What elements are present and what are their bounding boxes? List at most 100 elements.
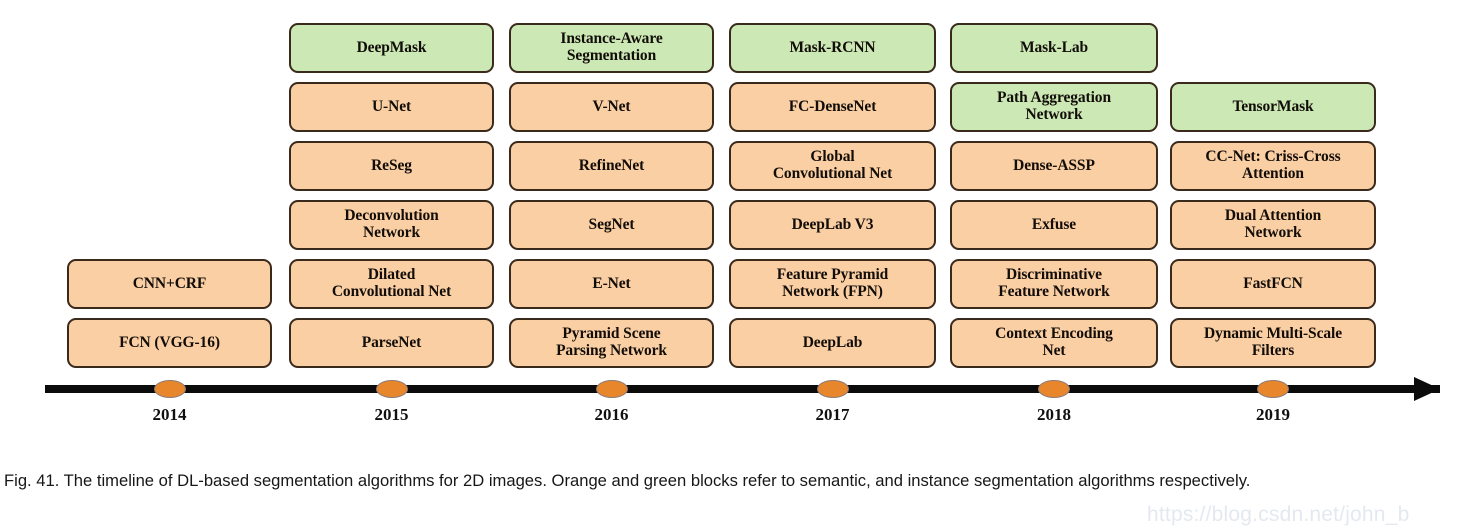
algorithm-node-line: FastFCN [1243,274,1303,292]
algorithm-node-line: RefineNet [578,156,645,174]
algorithm-node-label: FCN (VGG-16) [119,333,220,352]
algorithm-node-line: Network [1244,224,1302,241]
algorithm-node-line: ReSeg [371,156,412,174]
algorithm-node: FC-DenseNet [729,82,936,132]
timeline-marker-2015 [375,380,408,398]
algorithm-node-line: Exfuse [1031,215,1077,233]
algorithm-node-line: Deconvolution [344,207,439,225]
algorithm-node-line: Mask-RCNN [789,38,876,56]
timeline-year-label: 2014 [152,405,187,424]
figure-caption: Fig. 41. The timeline of DL-based segmen… [4,471,1251,490]
algorithm-node-label: DeepLab V3 [792,216,874,234]
algorithm-node-line: Context Encoding [995,325,1113,343]
algorithm-node: U-Net [289,82,494,132]
algorithm-node-label: V-Net [592,97,631,116]
algorithm-node-line: DeepLab [802,333,863,351]
algorithm-node-line: Dynamic Multi-Scale [1203,325,1342,343]
algorithm-node-label: DeepLab [802,333,863,352]
algorithm-node-line: E-Net [592,274,631,292]
algorithm-node-line: Filters [1251,342,1295,359]
algorithm-node-line: Instance-Aware [560,30,663,48]
algorithm-node-line: V-Net [592,97,631,115]
timeline-marker-2014 [153,380,186,398]
algorithm-node-line: Dense-ASSP [1013,156,1095,174]
algorithm-node-line: Dual Attention [1224,207,1322,225]
algorithm-node-label: TensorMask [1232,97,1314,116]
timeline-column-2014: CNN+CRF FCN (VGG-16) [67,0,272,368]
timeline-marker-2018 [1038,380,1070,398]
algorithm-node-line: Global [810,148,855,166]
watermark-text: https://blog.csdn.net/john_b [1147,503,1410,526]
algorithm-node: TensorMask [1170,82,1376,132]
algorithm-node-label: ReSeg [371,156,412,175]
algorithm-node-label: FastFCN [1243,274,1303,293]
algorithm-node-line: Feature Pyramid [776,266,889,284]
algorithm-node-label: DeepMask [356,38,427,57]
algorithm-node-label: RefineNet [578,156,645,175]
algorithm-node: DeepLab V3 [729,200,936,250]
timeline-marker-2019 [1257,380,1289,398]
algorithm-node-line: TensorMask [1232,97,1314,115]
algorithm-node-line: CNN+CRF [132,274,207,292]
algorithm-node: V-Net [509,82,714,132]
timeline-year-label: 2016 [594,405,629,424]
algorithm-node: ParseNet [289,318,494,368]
algorithm-node: CNN+CRF [67,259,272,309]
timeline-year-label: 2019 [1256,405,1290,424]
algorithm-node-line: Feature Network [998,283,1110,300]
algorithm-node-line: Attention [1242,165,1304,182]
algorithm-node-line: DeepMask [356,38,427,56]
algorithm-node: DeepLab [729,318,936,368]
algorithm-node-label: Dense-ASSP [1013,156,1095,175]
timeline-year-label: 2015 [374,405,409,424]
algorithm-node: Exfuse [950,200,1158,250]
axis-line [45,385,1440,393]
algorithm-node: E-Net [509,259,714,309]
algorithm-node-line: Convolutional Net [331,283,452,300]
algorithm-node-label: E-Net [592,274,631,293]
algorithm-node-label: U-Net [372,98,411,116]
algorithm-node-label: CNN+CRF [132,274,207,293]
timeline-marker-2016 [595,380,628,398]
algorithm-node-line: Network [1025,106,1083,123]
algorithm-node: Mask-Lab [950,23,1158,73]
algorithm-node-label: Mask-Lab [1020,39,1088,57]
algorithm-node-line: FCN (VGG-16) [119,333,220,351]
algorithm-node: RefineNet [509,141,714,191]
algorithm-node-line: Dilated [367,266,416,284]
algorithm-node: DeepMask [289,23,494,73]
algorithm-node-line: FC-DenseNet [788,97,877,115]
algorithm-node: Dense-ASSP [950,141,1158,191]
algorithm-node-line: Network [363,224,420,241]
axis-arrowhead-icon [1414,377,1440,401]
algorithm-node: Mask-RCNN [729,23,936,73]
algorithm-node-label: FC-DenseNet [788,97,877,116]
algorithm-node-line: CC-Net: Criss-Cross [1205,148,1341,166]
algorithm-node-label: Exfuse [1031,215,1077,234]
timeline-marker-2017 [816,380,849,398]
algorithm-node-line: Convolutional Net [772,165,893,182]
timeline-year-label: 2017 [815,405,850,424]
